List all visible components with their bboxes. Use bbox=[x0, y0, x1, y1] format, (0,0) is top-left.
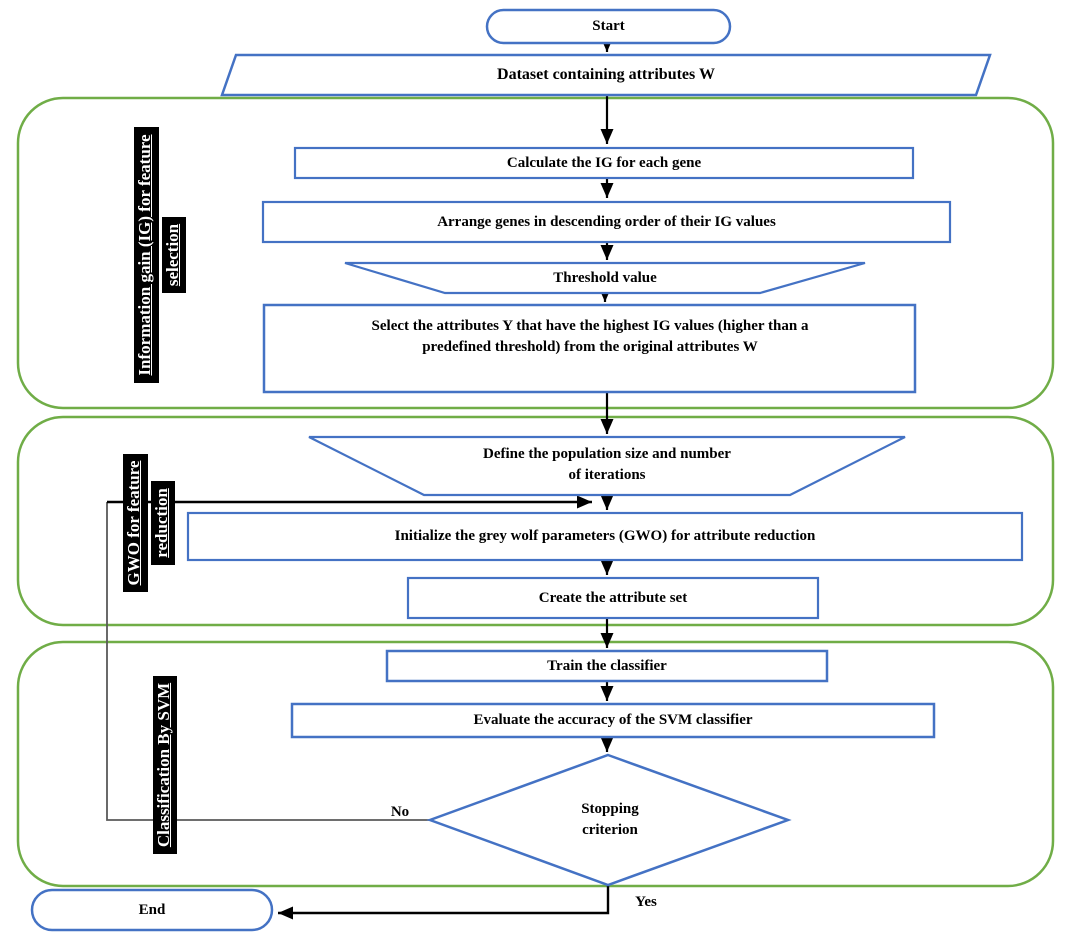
calculate-node-shape bbox=[293, 146, 915, 180]
define-label: Define the population size and number of… bbox=[483, 446, 731, 483]
start-label: Start bbox=[592, 18, 625, 34]
no-branch-label: No bbox=[390, 803, 410, 820]
yes-branch-label: Yes bbox=[635, 893, 657, 910]
create-label: Create the attribute set bbox=[538, 589, 688, 606]
arrange-node-shape bbox=[261, 200, 952, 244]
select-node-shape bbox=[262, 303, 917, 394]
section-ig-feature-selection bbox=[16, 96, 1055, 410]
train-node-shape bbox=[385, 649, 829, 683]
section-label-line: selection bbox=[161, 216, 186, 294]
dataset-parallelogram-shape bbox=[220, 53, 992, 97]
arrange-label: Arrange genes in descending order of the… bbox=[437, 213, 776, 230]
section-label-line: GWO for feature bbox=[123, 453, 148, 593]
stopping-label: Stopping criterion bbox=[581, 801, 639, 838]
section-classification-svm bbox=[16, 640, 1055, 888]
end-label: End bbox=[138, 901, 166, 918]
section-label-classification-svm: Classification By SVM bbox=[148, 665, 182, 865]
train-label: Train the classifier bbox=[547, 657, 667, 674]
loop-no-line bbox=[106, 502, 430, 821]
initialize-node-shape bbox=[186, 511, 1024, 562]
create-node-shape bbox=[406, 576, 820, 620]
stopping-diamond-shape bbox=[426, 753, 792, 887]
section-gwo-feature-reduction bbox=[16, 415, 1055, 627]
start-node-shape bbox=[485, 8, 732, 45]
define-trapezoid-shape bbox=[308, 435, 906, 497]
evaluate-label: Evaluate the accuracy of the SVM classif… bbox=[473, 712, 753, 728]
calculate-label: Calculate the IG for each gene bbox=[506, 154, 702, 171]
select-label: Select the attributes Y that have the hi… bbox=[371, 318, 809, 355]
threshold-label: Threshold value bbox=[553, 269, 657, 286]
section-label-gwo-feature-reduction: GWO for feature reduction bbox=[121, 448, 177, 598]
initialize-label: Initialize the grey wolf parameters (GWO… bbox=[394, 528, 816, 544]
arrow-yes-to-end bbox=[278, 885, 610, 920]
section-label-line: reduction bbox=[150, 481, 175, 565]
threshold-trapezoid-shape bbox=[344, 261, 866, 295]
end-node-shape bbox=[30, 888, 274, 932]
section-label-ig-feature-selection: Information gain (IG) for feature select… bbox=[128, 115, 192, 395]
section-label-line: Information gain (IG) for feature bbox=[134, 127, 159, 383]
evaluate-node-shape bbox=[290, 702, 936, 739]
section-label-line: Classification By SVM bbox=[152, 675, 178, 855]
dataset-label: Dataset containing attributes W bbox=[497, 65, 715, 83]
